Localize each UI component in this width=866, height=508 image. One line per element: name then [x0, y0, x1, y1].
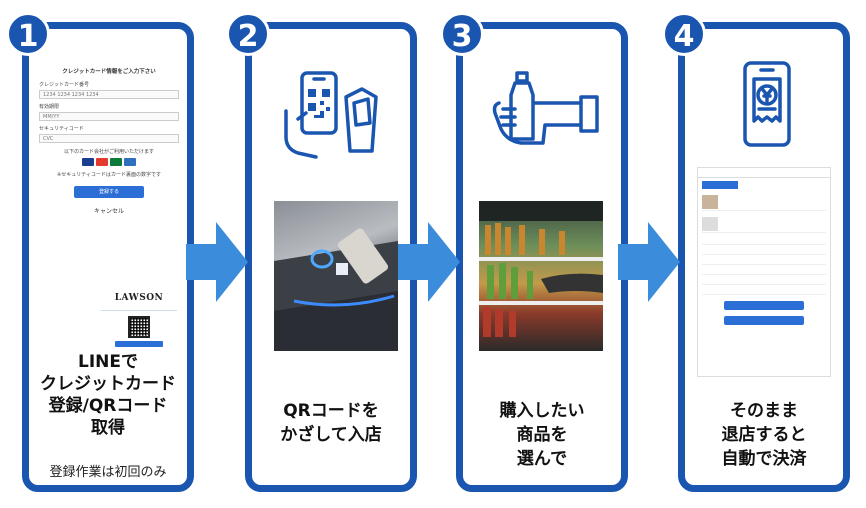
receipt-row — [702, 267, 826, 275]
step-1-subcaption: 登録作業は初回のみ — [49, 465, 167, 480]
receipt-section-tag — [702, 181, 738, 189]
receipt-row — [702, 287, 826, 295]
step-1-caption-line: 取得 — [91, 418, 125, 438]
step-number-badge: 2 — [226, 12, 270, 56]
card-brand-logos — [39, 158, 179, 166]
step-1-caption-line: 登録/QRコード — [48, 396, 168, 416]
step-3-panel: 購入したい 商品を 選んで — [456, 22, 628, 492]
step-4-caption-line: そのまま — [730, 401, 798, 421]
cvc-label: セキュリティコード — [39, 126, 84, 132]
jcb-logo — [110, 158, 122, 166]
step-3-caption-line: 購入したい — [499, 401, 585, 421]
step-number-badge: 1 — [6, 12, 50, 56]
purchase-receipt-screen — [697, 167, 831, 377]
amex-logo — [124, 158, 136, 166]
form-title: クレジットカード情報をご入力下さい — [62, 69, 156, 75]
step-number-badge: 3 — [440, 12, 484, 56]
step-2-caption-line: かざして入店 — [280, 425, 382, 445]
receipt-row — [702, 237, 826, 245]
arrow-right-icon — [186, 222, 248, 302]
security-code-note: ※セキュリティコードはカード裏面の数字です — [57, 172, 161, 178]
step-2-caption-line: QRコードを — [283, 401, 379, 421]
receipt-row — [702, 247, 826, 255]
mastercard-logo — [96, 158, 108, 166]
step-number-badge: 4 — [662, 12, 706, 56]
accepted-cards-note: 以下のカード会社がご利用いただけます — [63, 149, 154, 155]
receipt-header — [698, 168, 830, 178]
arrow-right-icon — [398, 222, 460, 302]
receipt-row — [702, 277, 826, 285]
step-3-caption-line: 商品を — [516, 425, 568, 445]
step-1-caption: LINEで クレジットカード 登録/QRコード 取得 — [29, 351, 187, 439]
store-shelf-photo — [479, 201, 603, 351]
step-3-caption: 購入したい 商品を 選んで — [463, 399, 621, 471]
phone-receipt-yen-icon — [743, 61, 791, 147]
step-4-panel: そのまま 退店すると 自動で決済 — [678, 22, 850, 492]
card-number-label: クレジットカード番号 — [39, 82, 90, 88]
list-item — [702, 193, 826, 211]
step-4-caption-line: 自動で決済 — [721, 449, 807, 469]
visa-logo — [82, 158, 94, 166]
close-button[interactable] — [724, 316, 804, 325]
cvc-field[interactable]: CVC — [39, 134, 179, 143]
step-2-caption: QRコードを かざして入店 — [252, 399, 410, 447]
step-1-panel: クレジットカード情報をご入力下さい クレジットカード番号 1234 1234 1… — [22, 22, 194, 492]
step-1-caption-line: LINEで — [78, 352, 138, 372]
step-1-caption-line: クレジットカード — [40, 374, 176, 394]
expiry-label: 有効期限 — [39, 104, 60, 110]
qr-code-icon — [128, 316, 150, 338]
cancel-link[interactable]: キャンセル — [93, 208, 124, 215]
step-4-caption-line: 退店すると — [721, 425, 807, 445]
qr-card-button[interactable] — [115, 341, 163, 347]
expiry-field[interactable]: MM/YY — [39, 112, 179, 121]
list-item — [702, 215, 826, 233]
entry-qr-card — [113, 313, 165, 347]
register-button[interactable]: 登録する — [74, 186, 144, 198]
hand-bottle-icon — [492, 71, 599, 145]
product-thumbnail — [702, 216, 718, 231]
arrow-right-icon — [618, 222, 680, 302]
step-4-caption: そのまま 退店すると 自動で決済 — [685, 399, 843, 471]
credit-card-form: クレジットカード情報をご入力下さい クレジットカード番号 1234 1234 1… — [39, 67, 179, 215]
step-2-panel: QRコードを かざして入店 — [245, 22, 417, 492]
receipt-row — [702, 257, 826, 265]
product-thumbnail — [702, 194, 718, 209]
step-3-caption-line: 選んで — [516, 449, 568, 469]
gate-qr-scan-photo — [274, 201, 398, 351]
phone-qr-icon — [284, 71, 378, 159]
contact-button[interactable] — [724, 301, 804, 310]
card-number-field[interactable]: 1234 1234 1234 1234 — [39, 90, 179, 99]
lawson-logo: LAWSON — [101, 285, 177, 311]
